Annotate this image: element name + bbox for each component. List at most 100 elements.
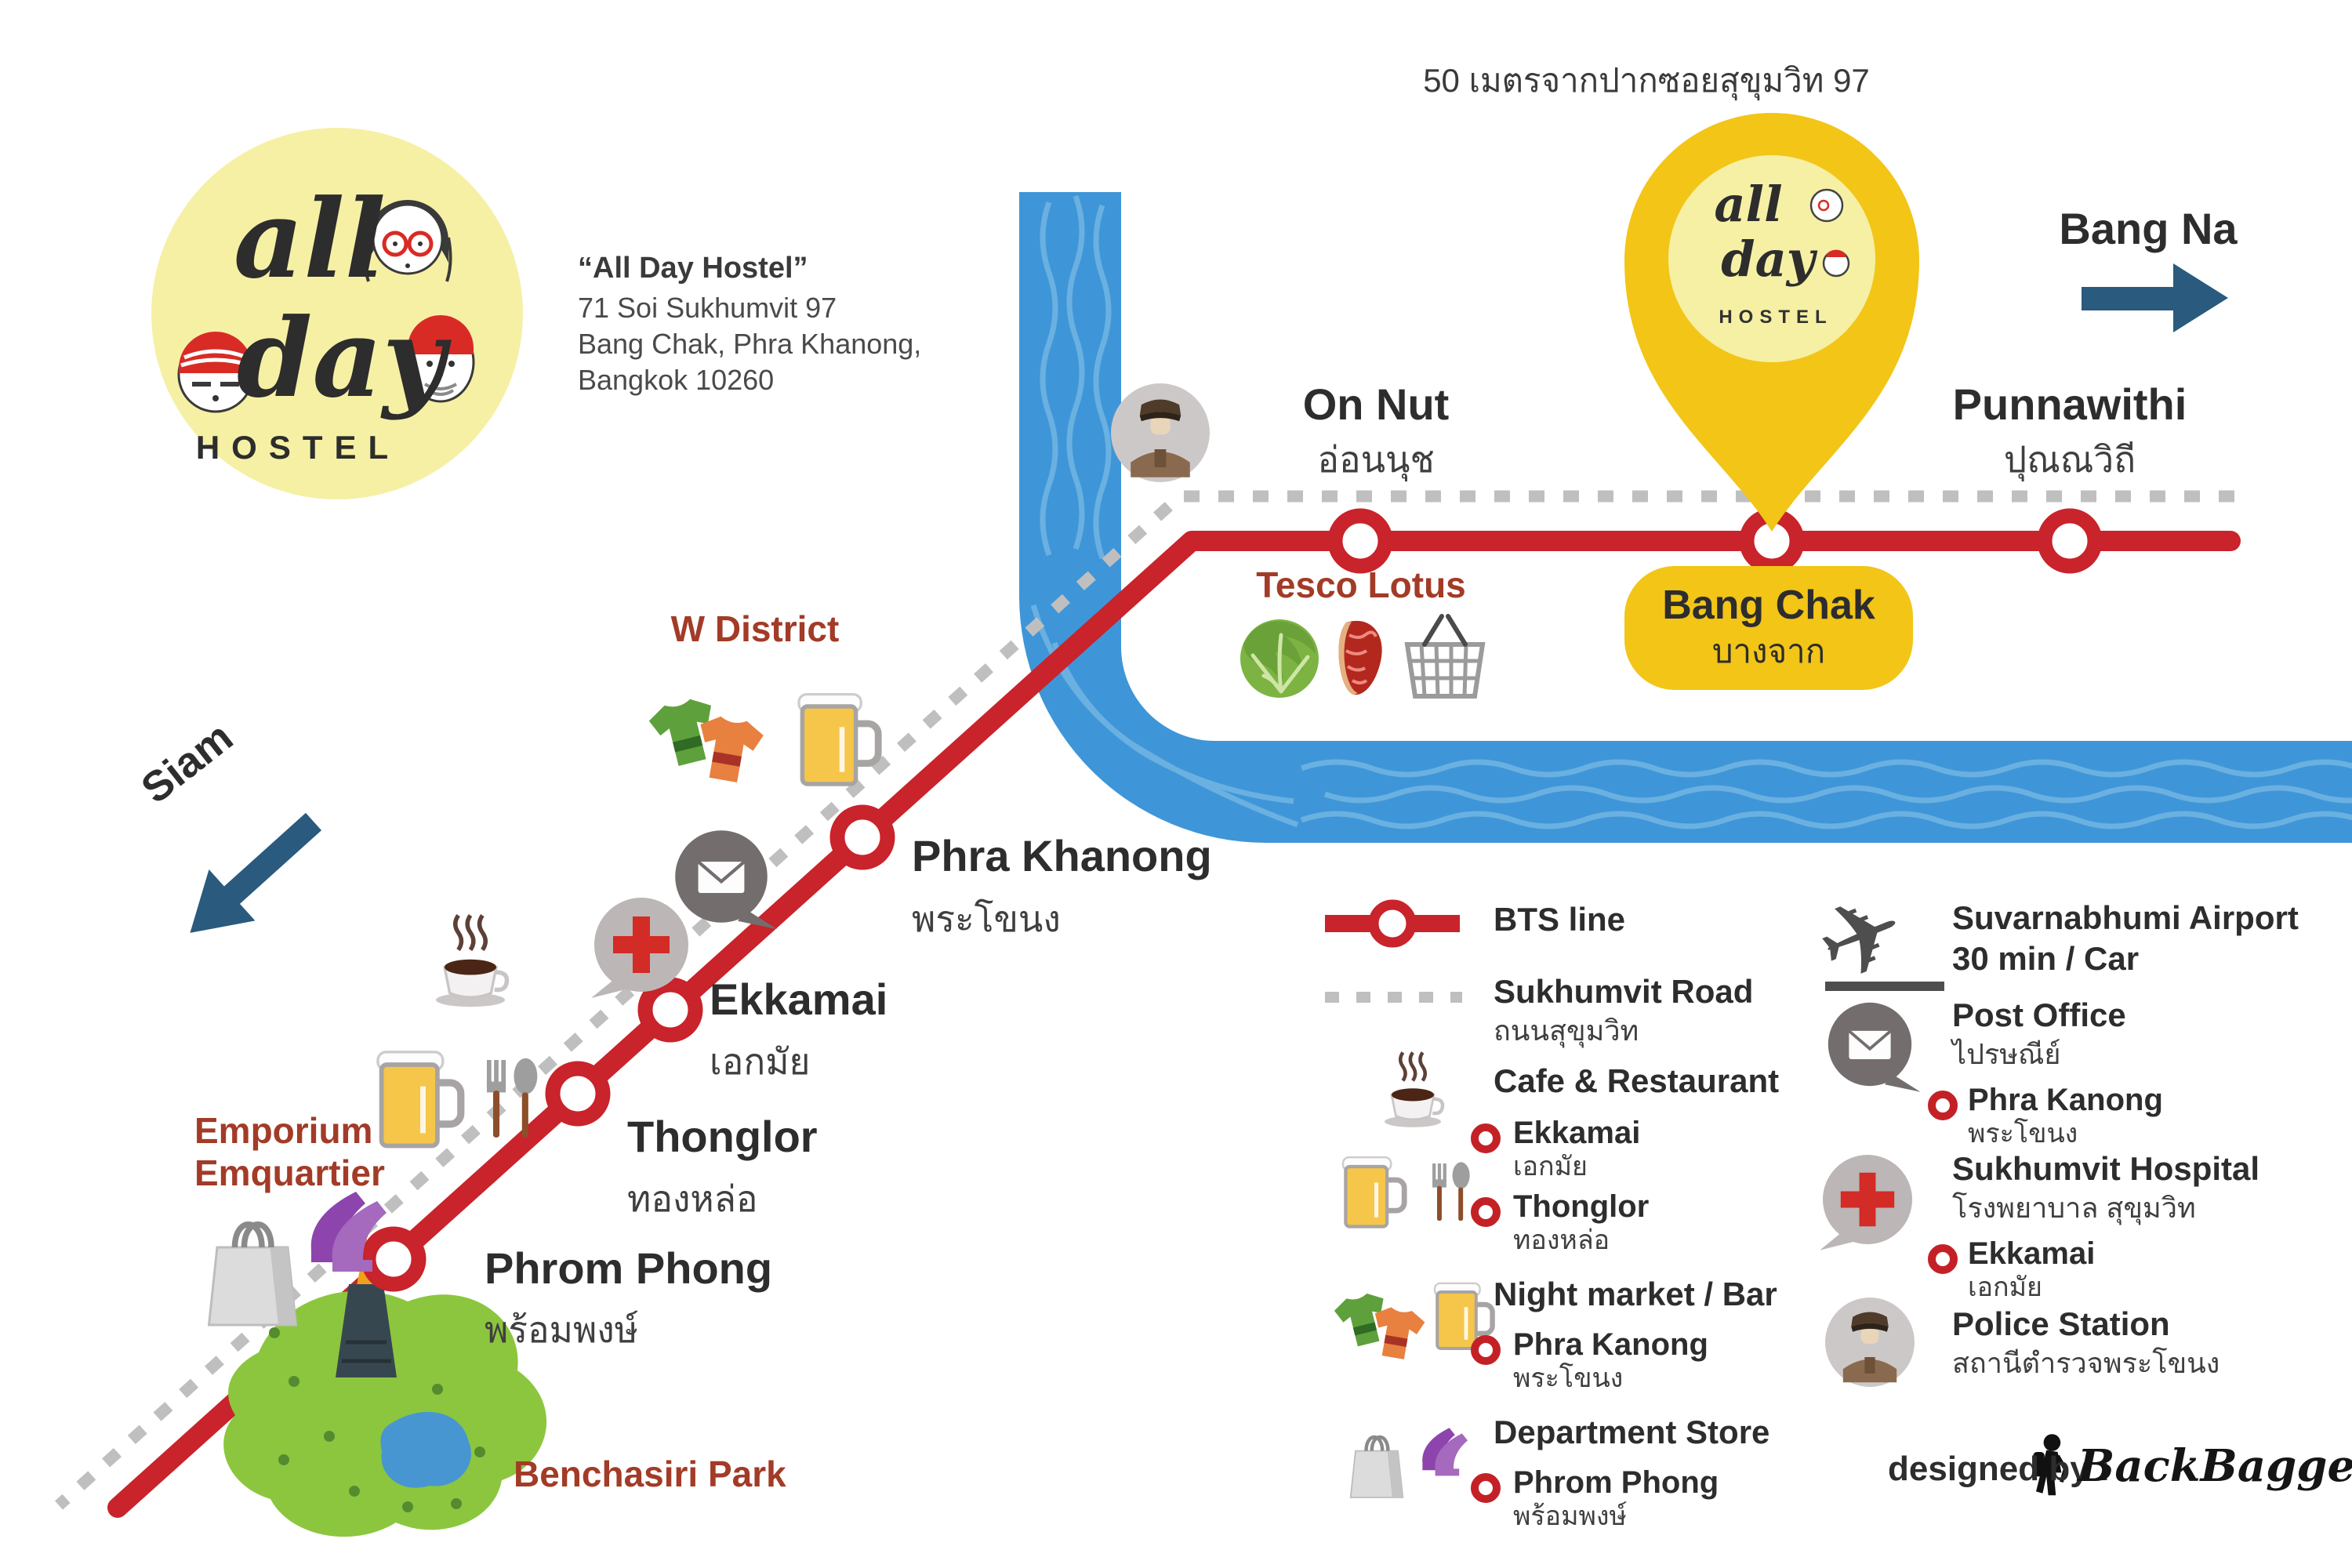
legend-night-item-phra-kanong-th: พระโขนง (1513, 1363, 1624, 1393)
address-line2: Bang Chak, Phra Khanong, (578, 328, 922, 360)
poi-label-w-district: W District (670, 608, 840, 649)
station-label-ekkamai: Ekkamai (710, 975, 888, 1024)
station-label-bang-chak: Bang Chak (1662, 583, 1875, 628)
station-label-thonglor: Thonglor (627, 1112, 818, 1161)
logo-hostel-text: HOSTEL (195, 429, 401, 466)
bullet-night-phra-kanong (1475, 1339, 1497, 1361)
basket-icon (1407, 616, 1483, 696)
cabbage-icon (1240, 619, 1319, 698)
shopping-bag-icon (1351, 1437, 1403, 1497)
tshirt-icon (1332, 1290, 1426, 1362)
legend-dept-item-phrom-phong: Phrom Phong (1513, 1465, 1719, 1500)
station-label-on-nut: On Nut (1302, 379, 1450, 429)
plane-runway-bar (1825, 982, 1944, 991)
poi-label-emquartier: Emquartier (194, 1152, 385, 1193)
bullet-dept-phrom-phong (1475, 1477, 1497, 1499)
footer-brand: BackBagger (2078, 1440, 2352, 1492)
legend-post-item-phra-kanong: Phra Kanong (1968, 1083, 2163, 1117)
legend-cafe-item-ekkamai-th: เอกมัย (1513, 1152, 1588, 1181)
shopping-bag-icon (209, 1225, 296, 1325)
pin-logo-word-all: all (1714, 176, 1783, 233)
station-marker-thonglor (553, 1069, 603, 1119)
legend-post-label-th: ไปรษณีย์ (1952, 1038, 2061, 1070)
address-name: “All Day Hostel” (578, 252, 808, 285)
bullet-post-phra-kanong (1932, 1094, 1954, 1116)
station-label-phra-khanong-th: พระโขนง (912, 898, 1061, 939)
legend-airport-sub: 30 min / Car (1952, 940, 2140, 977)
legend-dept-label: Department Store (1494, 1414, 1770, 1450)
pin-distance-note: 50 เมตรจากปากซอยสุขุมวิท 97 (1423, 62, 1870, 99)
address-line3: Bangkok 10260 (578, 364, 775, 396)
bullet-cafe-thonglor (1475, 1201, 1497, 1223)
pin-logo-hostel-text: HOSTEL (1719, 307, 1833, 328)
arrow-right-icon (2082, 263, 2228, 332)
logo-face-beard-guy-icon (406, 315, 475, 403)
logo-word-all: all (233, 175, 387, 303)
bullet-hospital-ekkamai (1932, 1248, 1954, 1270)
sukhumvit-road-line (54, 490, 2234, 1510)
legend-dept-item-phrom-phong-th: พร้อมพงษ์ (1513, 1501, 1627, 1531)
fork-spoon-icon (1432, 1162, 1470, 1221)
station-marker-phrom-phong (368, 1234, 419, 1284)
coffee-icon (436, 916, 506, 1007)
coffee-icon (1385, 1052, 1443, 1127)
beer-icon (378, 1052, 461, 1146)
high-heels-icon (1422, 1428, 1468, 1476)
station-marker-punnawithi (2045, 516, 2095, 566)
logo-word-day: day (236, 294, 446, 422)
legend-night-item-phra-kanong: Phra Kanong (1513, 1327, 1708, 1362)
legend-hospital-item-ekkamai: Ekkamai (1968, 1236, 2096, 1271)
poi-label-emporium: Emporium (194, 1110, 373, 1151)
legend-cafe-item-ekkamai: Ekkamai (1513, 1116, 1641, 1150)
arrow-down-left-icon (190, 812, 322, 933)
address-line1: 71 Soi Sukhumvit 97 (578, 292, 837, 324)
station-label-on-nut-th: อ่อนนุช (1317, 439, 1435, 480)
legend-hospital-label-th: โรงพยาบาล สุขุมวิท (1952, 1192, 2196, 1224)
station-label-phrom-phong: Phrom Phong (485, 1243, 773, 1293)
station-marker-on-nut (1335, 516, 1385, 566)
legend-night-label: Night market / Bar (1494, 1276, 1777, 1312)
park-trees (269, 1327, 485, 1512)
legend-cafe-item-thonglor-th: ทองหล่อ (1513, 1225, 1610, 1255)
station-label-punnawithi: Punnawithi (1952, 379, 2187, 429)
legend-hospital-item-ekkamai-th: เอกมัย (1968, 1272, 2042, 1302)
tshirt-icon (646, 695, 765, 786)
beer-icon (1343, 1157, 1404, 1226)
station-marker-phra-khanong (837, 812, 887, 862)
benchasiri-park-graphic (223, 1236, 547, 1537)
park-pond (380, 1411, 471, 1488)
river (1019, 192, 2352, 843)
bullet-cafe-ekkamai (1475, 1127, 1497, 1149)
legend-airport-label: Suvarnabhumi Airport (1952, 899, 2299, 936)
pin-logo-word-day: day (1721, 230, 1815, 288)
pagoda-icon (336, 1284, 397, 1377)
police-officer-icon (1825, 1298, 1915, 1387)
station-label-punnawithi-th: ปุณณวิถี (2003, 439, 2136, 480)
legend-bts-label: BTS line (1494, 901, 1626, 938)
legend-hospital-label: Sukhumvit Hospital (1952, 1150, 2260, 1187)
legend-post-label: Post Office (1952, 996, 2126, 1033)
poi-label-benchasiri-park: Benchasiri Park (514, 1454, 786, 1494)
logo-face-glasses-girl-icon (363, 200, 452, 282)
beer-icon (799, 695, 878, 784)
legend-police-label: Police Station (1952, 1305, 2170, 1342)
red-cross-icon (1820, 1155, 1912, 1250)
legend-bts-sample (1325, 899, 1460, 948)
station-marker-ekkamai (645, 985, 695, 1035)
station-label-ekkamai-th: เอกมัย (710, 1041, 811, 1082)
map-pin-icon (1624, 113, 1919, 532)
direction-bang-na: Bang Na (2059, 204, 2238, 253)
footer-credit: designed by : (1888, 1450, 2111, 1488)
bang-chak-badge (1624, 566, 1913, 690)
legend-road-label: Sukhumvit Road (1494, 973, 1754, 1010)
legend-cafe-label: Cafe & Restaurant (1494, 1062, 1780, 1099)
legend-cafe-item-thonglor: Thonglor (1513, 1189, 1650, 1224)
station-label-phra-khanong: Phra Khanong (912, 831, 1212, 880)
poi-label-tesco-lotus: Tesco Lotus (1256, 564, 1466, 605)
hostel-logo-badge (151, 128, 523, 499)
legend-road-label-th: ถนนสุขุมวิท (1494, 1014, 1639, 1047)
logo-face-beanie-guy-icon (177, 332, 254, 413)
mail-icon (1826, 1000, 1922, 1094)
